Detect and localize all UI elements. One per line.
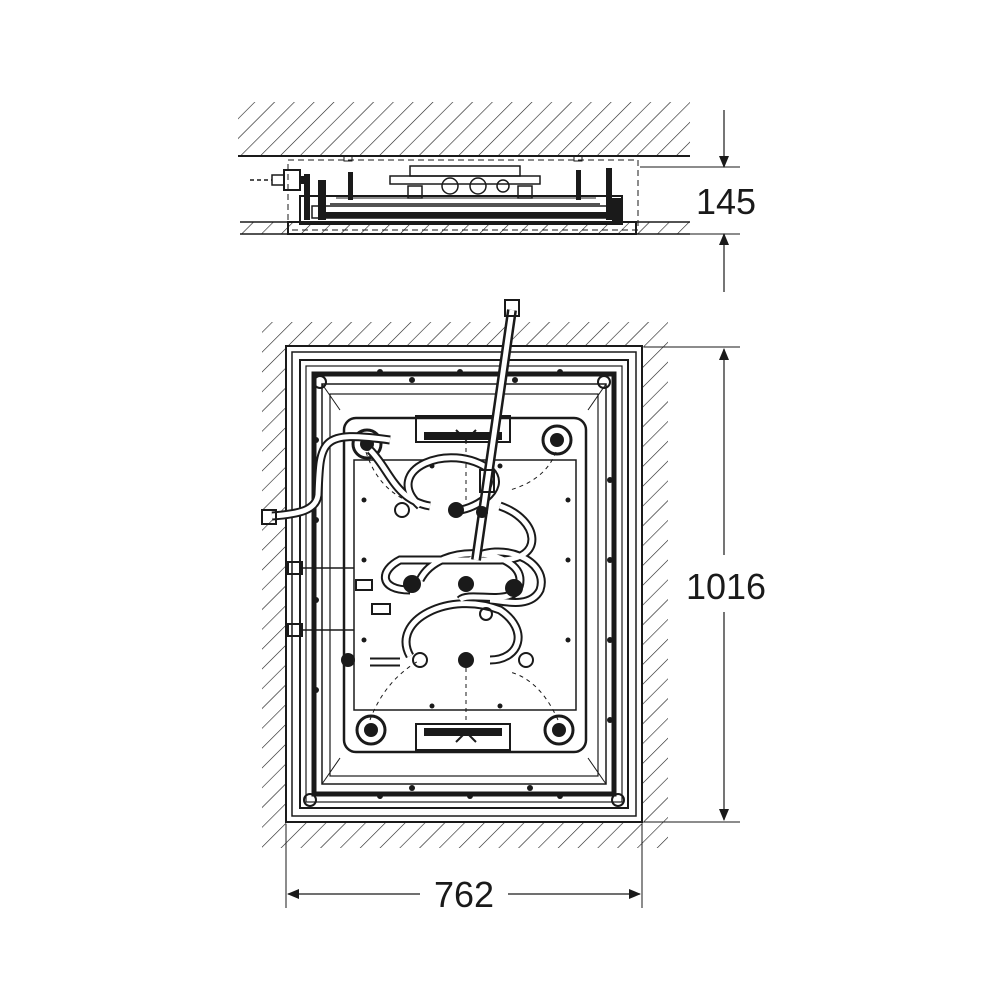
depth-dimension: 145 bbox=[640, 110, 756, 292]
envelope-outline bbox=[287, 159, 639, 231]
ceiling-hatch bbox=[238, 102, 690, 156]
inner-body bbox=[342, 416, 588, 754]
mounting-posts bbox=[304, 168, 622, 222]
corner-mounts bbox=[303, 375, 625, 807]
panel-frame bbox=[299, 195, 623, 225]
valves bbox=[341, 502, 534, 668]
outer-frame bbox=[285, 345, 643, 823]
width-dimension: 762 bbox=[285, 824, 643, 915]
depth-dimension-label: 145 bbox=[696, 181, 756, 222]
valve-assembly bbox=[330, 165, 600, 205]
panel-front-plate bbox=[287, 221, 637, 235]
hoses bbox=[271, 432, 546, 667]
height-dimension: 1016 bbox=[644, 346, 766, 823]
width-dimension-label: 762 bbox=[434, 874, 494, 915]
bottom-connector bbox=[415, 723, 511, 751]
frame-screws bbox=[313, 369, 613, 799]
front-view: 1016 762 bbox=[261, 299, 766, 915]
side-view: 145 bbox=[238, 102, 756, 292]
height-dimension-label: 1016 bbox=[686, 566, 766, 607]
side-inlets bbox=[261, 509, 354, 637]
side-inlet-fitting bbox=[250, 169, 306, 191]
supply-pipe bbox=[471, 299, 520, 561]
spray-paths bbox=[365, 440, 559, 722]
